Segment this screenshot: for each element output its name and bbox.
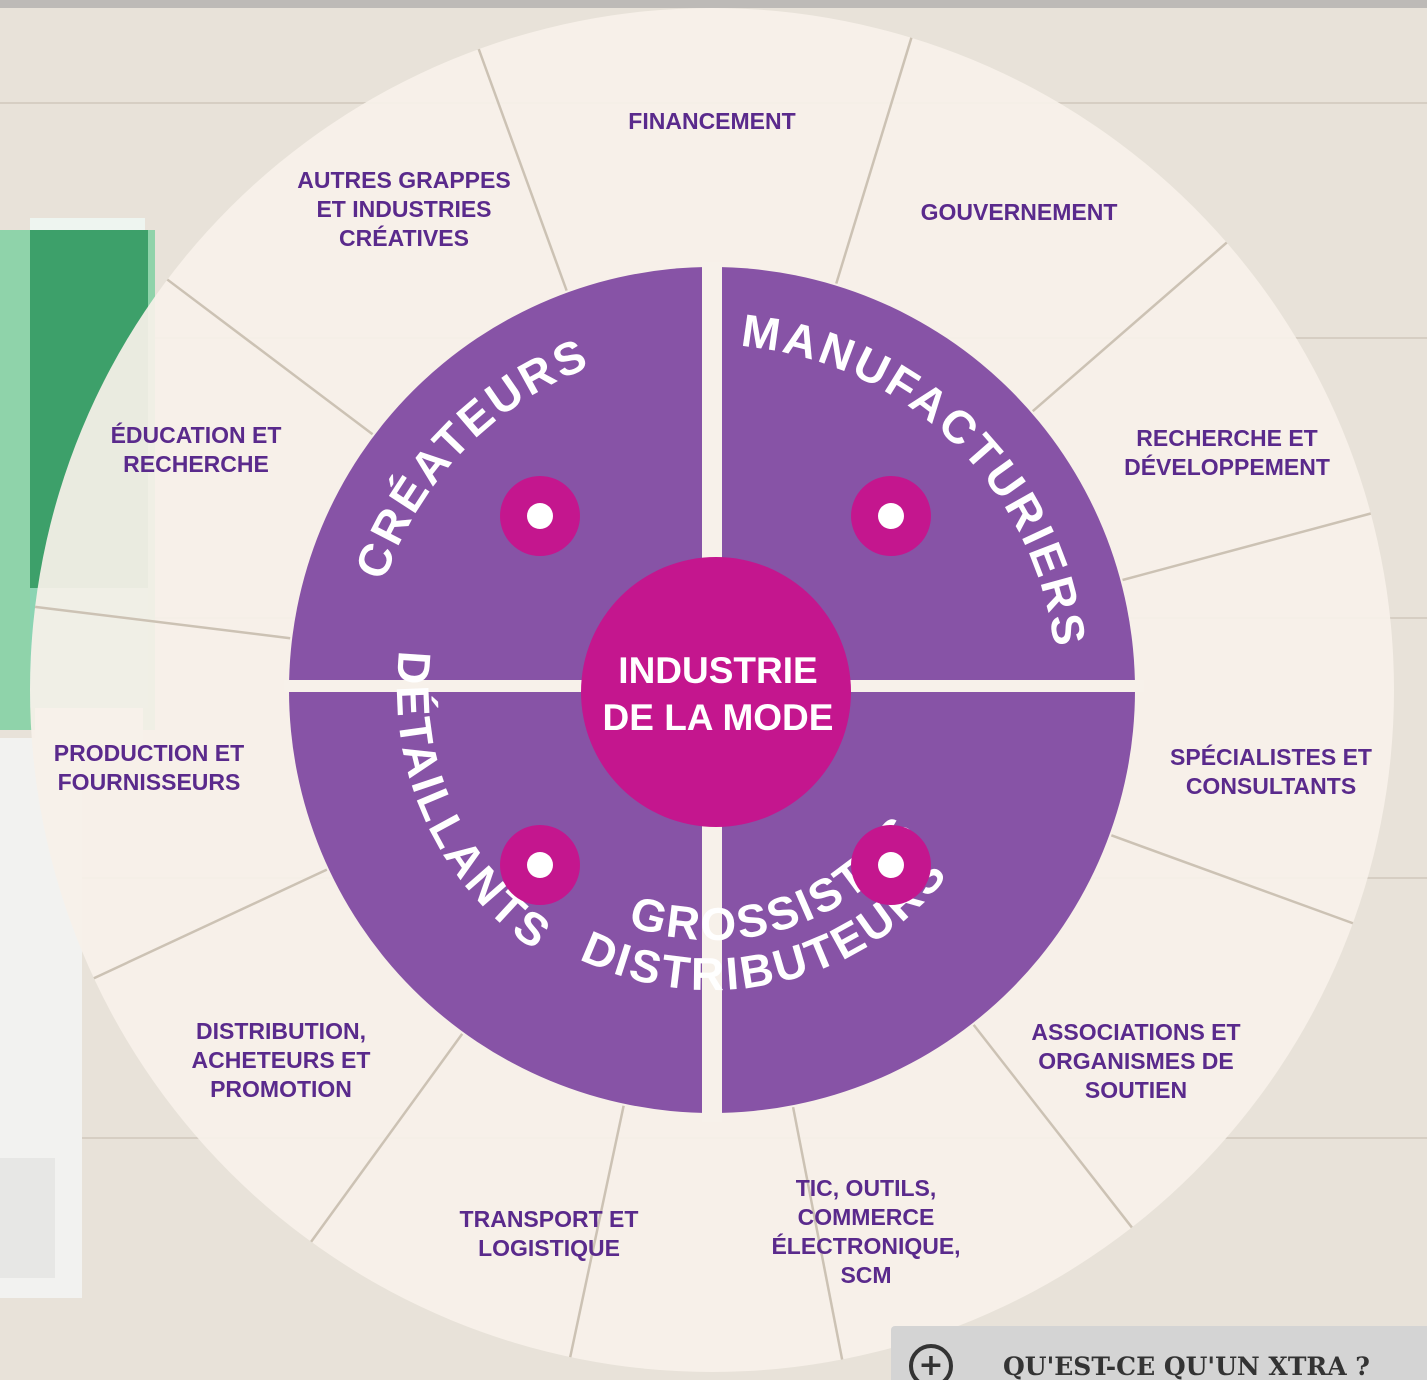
quadrant-markers — [500, 476, 931, 905]
segment-line: ÉDUCATION ET — [111, 421, 282, 448]
segment-label-transport-logistique: TRANSPORT ET LOGISTIQUE — [460, 1206, 639, 1261]
segment-divider — [791, 1106, 844, 1360]
segment-label-associations-organismes: ASSOCIATIONS ET ORGANISMES DE SOUTIEN — [1031, 1019, 1240, 1103]
segment-divider — [93, 868, 328, 980]
segment-divider — [34, 605, 291, 640]
segment-line: FINANCEMENT — [628, 108, 795, 134]
segment-divider — [1122, 512, 1372, 582]
segment-line: ASSOCIATIONS ET — [1031, 1019, 1240, 1045]
plus-circle-icon: + — [909, 1344, 953, 1380]
segment-divider — [1031, 241, 1228, 413]
segment-line: ACHETEURS ET — [192, 1047, 371, 1073]
segment-line: TIC, OUTILS, — [796, 1175, 937, 1201]
segment-label-production-fournisseurs: PRODUCTION ET FOURNISSEURS — [54, 740, 244, 795]
xtra-info-button[interactable]: + QU'EST-CE QU'UN XTRA ? — [891, 1326, 1427, 1380]
segment-label-education-recherche: ÉDUCATION ET RECHERCHE — [111, 421, 282, 477]
segment-line: DISTRIBUTION, — [196, 1018, 366, 1044]
segment-line: LOGISTIQUE — [478, 1235, 620, 1261]
segment-line: CONSULTANTS — [1186, 773, 1356, 799]
segment-divider — [835, 37, 913, 284]
segment-line: GOUVERNEMENT — [921, 199, 1118, 225]
segment-line: RECHERCHE ET — [1136, 425, 1317, 451]
segment-line: TRANSPORT ET — [460, 1206, 639, 1232]
xtra-button-label: QU'EST-CE QU'UN XTRA ? — [1003, 1352, 1370, 1380]
segment-divider — [310, 1033, 464, 1243]
segment-divider — [166, 278, 374, 436]
segment-line: SOUTIEN — [1085, 1077, 1187, 1103]
segment-label-gouvernement: GOUVERNEMENT — [921, 199, 1118, 225]
segment-label-distribution-acheteurs: DISTRIBUTION, ACHETEURS ET PROMOTION — [192, 1018, 371, 1102]
segment-label-financement: FINANCEMENT — [628, 108, 795, 134]
segment-line: CRÉATIVES — [339, 224, 469, 251]
segment-line: FOURNISSEURS — [58, 769, 241, 795]
segment-divider — [972, 1024, 1133, 1229]
segment-line: SPÉCIALISTES ET — [1170, 743, 1372, 770]
segment-divider — [568, 1105, 625, 1358]
center-hub: INDUSTRIE DE LA MODE — [581, 557, 851, 827]
segment-line: AUTRES GRAPPES — [297, 167, 510, 193]
segment-line: ET INDUSTRIES — [316, 196, 491, 222]
center-label-line1: INDUSTRIE — [618, 650, 817, 691]
segment-divider — [477, 48, 568, 292]
segment-line: PRODUCTION ET — [54, 740, 244, 766]
segment-label-specialistes-consultants: SPÉCIALISTES ET CONSULTANTS — [1170, 743, 1372, 799]
segment-line: DÉVELOPPEMENT — [1124, 453, 1330, 480]
top-strip — [0, 0, 1427, 8]
segment-line: PROMOTION — [210, 1076, 352, 1102]
segment-line: COMMERCE — [798, 1204, 935, 1230]
segment-line: RECHERCHE — [123, 451, 269, 477]
segment-line: ÉLECTRONIQUE, — [771, 1232, 960, 1259]
segment-divider — [1110, 834, 1354, 925]
segment-line: SCM — [840, 1262, 891, 1288]
segment-line: ORGANISMES DE — [1038, 1048, 1234, 1074]
center-label-line2: DE LA MODE — [603, 697, 834, 738]
